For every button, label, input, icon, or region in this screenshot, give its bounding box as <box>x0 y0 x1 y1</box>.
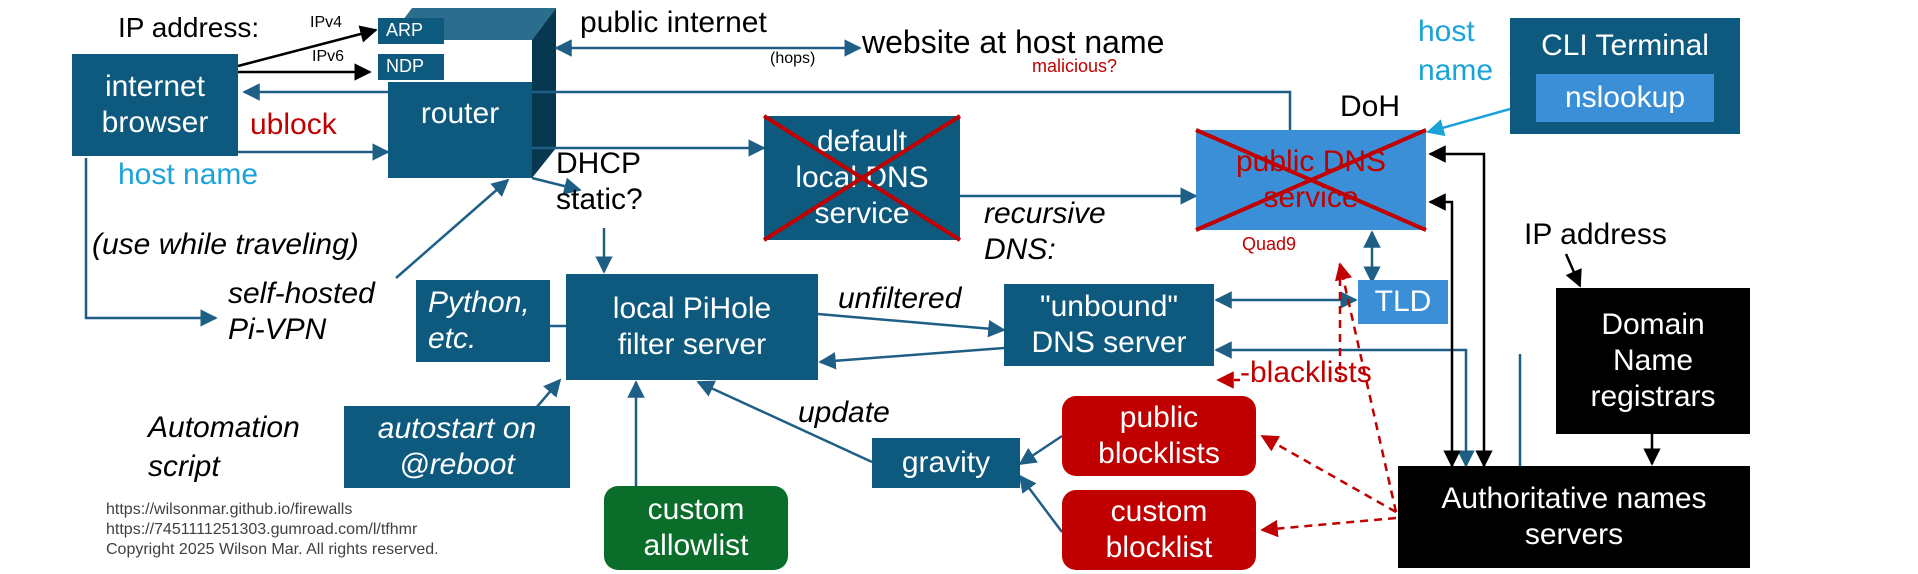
router-box: router <box>388 82 532 178</box>
python-box: Python, etc. <box>416 280 550 362</box>
minus-blacklists-label: -blacklists <box>1240 356 1372 389</box>
arp-box: ARP <box>378 18 444 44</box>
ip-address-label: IP address: <box>118 12 260 43</box>
autostart-box: autostart on @reboot <box>344 406 570 488</box>
cli-terminal-label: CLI Terminal <box>1541 29 1709 62</box>
public-blocklists-box: public blocklists <box>1062 396 1256 476</box>
use-while-traveling-label: (use while traveling) <box>92 228 359 261</box>
public-dns-authoritative-arrow-1 <box>1428 145 1493 468</box>
tld-box: TLD <box>1358 280 1448 324</box>
footer-copyright: Copyright 2025 Wilson Mar. All rights re… <box>106 541 439 558</box>
unfiltered-label: unfiltered <box>838 282 962 315</box>
ipv6-label: IPv6 <box>312 48 345 65</box>
nslookup-box: nslookup <box>1536 74 1714 122</box>
authoritative-servers-box: Authoritative names servers <box>1398 466 1750 568</box>
ndp-box: NDP <box>378 54 444 80</box>
pihole-to-unbound-arrow <box>817 312 1006 338</box>
unbound-to-pihole-arrow <box>818 346 1005 370</box>
quad9-label: Quad9 <box>1242 234 1297 254</box>
malicious-label: malicious? <box>1032 56 1118 76</box>
hops-label: (hops) <box>770 50 816 67</box>
browser-to-pivpn-arrow <box>84 158 218 327</box>
public-blocklists-to-gravity-arrow <box>1018 434 1063 466</box>
gravity-box: gravity <box>872 438 1020 488</box>
ip-address-to-registrars-arrow <box>1564 253 1582 288</box>
footer-url-2: https://7451111251303.gumroad.com/l/tfhm… <box>106 521 418 538</box>
internet-browser-box: internet browser <box>72 54 238 156</box>
website-label: website at host name <box>862 24 1165 60</box>
public-dns-to-browser-arrow <box>242 83 1292 130</box>
browser-to-arp-ndp-arrows <box>237 25 378 81</box>
ip-address-right-label: IP address <box>1524 218 1667 251</box>
self-hosted-pivpn-label: self-hosted Pi-VPN <box>228 277 375 346</box>
recursive-dns-label: recursive DNS: <box>984 197 1106 266</box>
doh-label: DoH <box>1340 90 1401 123</box>
gravity-to-pihole-arrow <box>696 380 873 464</box>
custom-blocklist-box: custom blocklist <box>1062 490 1256 570</box>
ipv4-label: IPv4 <box>310 14 343 31</box>
router-to-dhcp-arrow <box>531 176 582 195</box>
autostart-to-pihole-arrow <box>535 378 562 409</box>
host-name-left-label: host name <box>118 158 259 191</box>
update-label: update <box>798 396 890 429</box>
unbound-box: "unbound" DNS server <box>1004 284 1214 366</box>
custom-blocklist-to-gravity-arrow <box>1018 474 1063 533</box>
ublock-label: ublock <box>250 108 337 141</box>
pihole-box: local PiHole filter server <box>566 274 818 380</box>
public-internet-label: public internet <box>580 6 767 39</box>
host-name-right-label: host name <box>1418 15 1494 87</box>
automation-script-label: Automation script <box>148 411 300 483</box>
dhcp-label: DHCP static? <box>556 147 643 216</box>
pivpn-to-router-arrow <box>395 178 510 279</box>
public-dns-authoritative-arrow-2 <box>1428 193 1461 468</box>
footer-url-1: https://wilsonmar.github.io/firewalls <box>106 501 353 518</box>
red-dashed-arrows <box>1216 262 1398 538</box>
custom-allowlist-box: custom allowlist <box>604 486 788 570</box>
domain-registrars-box: Domain Name registrars <box>1556 288 1750 434</box>
